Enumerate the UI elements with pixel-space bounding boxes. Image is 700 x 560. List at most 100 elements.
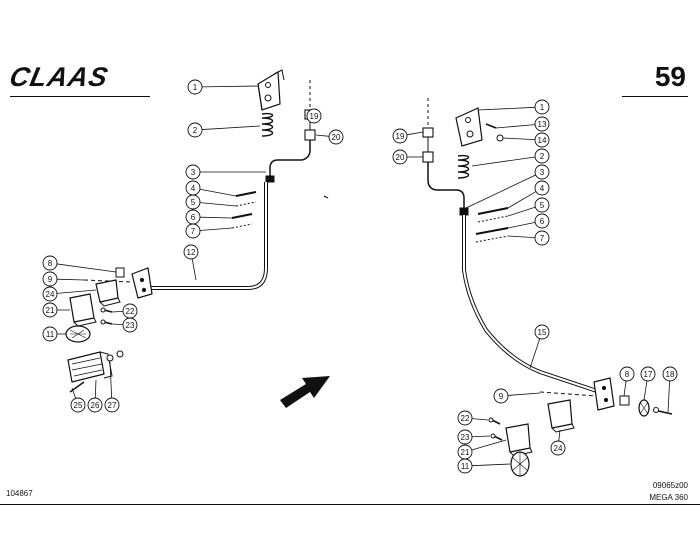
callout-right-4: 4 <box>534 180 550 196</box>
callout-number: 24 <box>46 290 55 299</box>
callout-leader <box>199 227 233 231</box>
callout-leader <box>199 202 237 207</box>
callout-leader <box>315 134 330 137</box>
callout-number: 14 <box>538 136 547 145</box>
callout-left-5: 5 <box>185 194 201 210</box>
callout-leader <box>199 188 237 197</box>
header-rule-left <box>10 96 150 97</box>
callout-number: 27 <box>108 401 117 410</box>
callout-leader <box>406 131 424 136</box>
direction-arrow <box>280 376 330 408</box>
bottom-rule <box>0 504 700 505</box>
callout-leader <box>94 379 97 399</box>
callout-number: 19 <box>396 132 405 141</box>
right-assembly <box>422 98 673 477</box>
callout-left-22: 22 <box>122 303 138 319</box>
callout-right-6: 6 <box>534 213 550 229</box>
callout-left-21: 21 <box>42 302 58 318</box>
part-spring <box>261 112 274 137</box>
callout-leader <box>643 380 648 401</box>
callout-left-6: 6 <box>185 209 201 225</box>
callout-right-8: 8 <box>619 366 635 382</box>
callout-right-11: 11 <box>457 458 473 474</box>
drawing-number: 104867 <box>6 489 33 498</box>
callout-right-1: 1 <box>534 99 550 115</box>
callout-number: 8 <box>48 259 53 268</box>
callout-left-1: 1 <box>187 79 203 95</box>
callout-left-3: 3 <box>185 164 201 180</box>
model-name: MEGA 360 <box>649 493 688 502</box>
callout-left-8: 8 <box>42 255 58 271</box>
callout-right-5: 5 <box>534 197 550 213</box>
callout-leader <box>111 323 124 326</box>
callout-leader <box>471 418 489 421</box>
callout-leader <box>667 380 671 413</box>
callout-right-21: 21 <box>457 444 473 460</box>
callout-number: 1 <box>193 83 198 92</box>
callout-right-2: 2 <box>534 148 550 164</box>
callout-left-9: 9 <box>42 271 58 287</box>
callout-number: 15 <box>538 328 547 337</box>
callout-leader <box>558 429 561 442</box>
callout-number: 9 <box>499 392 504 401</box>
callout-number: 25 <box>74 401 83 410</box>
callout-leader <box>477 106 536 111</box>
callout-leader <box>465 174 536 209</box>
callout-number: 9 <box>48 275 53 284</box>
callout-leader <box>199 216 233 219</box>
callout-leader <box>507 222 536 229</box>
callout-number: 13 <box>538 120 547 129</box>
callout-left-4: 4 <box>185 180 201 196</box>
callout-leader <box>471 435 491 438</box>
callout-leader <box>471 439 507 451</box>
callout-right-13: 13 <box>534 116 550 132</box>
header-rule-right <box>622 96 688 97</box>
callout-number: 26 <box>91 401 100 410</box>
callout-number: 23 <box>461 433 470 442</box>
callout-leader <box>507 206 536 217</box>
callout-leader <box>109 361 113 399</box>
callout-number: 21 <box>461 448 470 457</box>
callout-leader <box>623 380 627 397</box>
callout-number: 17 <box>644 370 653 379</box>
callout-right-19: 19 <box>392 128 408 144</box>
callout-leader <box>201 125 261 130</box>
callout-right-20: 20 <box>392 149 408 165</box>
callout-leader <box>495 124 536 129</box>
callout-leader <box>507 392 541 396</box>
callout-number: 20 <box>332 133 341 142</box>
callout-number: 4 <box>540 184 545 193</box>
part-bracket <box>257 69 285 111</box>
callout-leader <box>56 289 97 294</box>
callout-left-20: 20 <box>328 129 344 145</box>
callout-left-2: 2 <box>187 122 203 138</box>
callout-leader <box>502 137 536 141</box>
callout-right-22: 22 <box>457 410 473 426</box>
callout-number: 8 <box>625 370 630 379</box>
callout-number: 11 <box>46 330 55 339</box>
callout-leader <box>507 191 537 209</box>
callout-left-24: 24 <box>42 286 58 302</box>
callout-left-7: 7 <box>185 223 201 239</box>
callout-number: 22 <box>461 414 470 423</box>
callout-leader <box>201 85 259 88</box>
callout-left-23: 23 <box>122 317 138 333</box>
callout-number: 18 <box>666 370 675 379</box>
callout-number: 5 <box>540 201 545 210</box>
drawing-code: 09065z00 <box>652 481 688 490</box>
callout-left-25: 25 <box>70 397 86 413</box>
callout-right-24: 24 <box>550 440 566 456</box>
callout-number: 23 <box>126 321 135 330</box>
callout-left-12: 12 <box>183 244 199 260</box>
callout-number: 7 <box>540 234 545 243</box>
callout-left-19: 19 <box>306 108 322 124</box>
callout-leader <box>191 258 197 281</box>
callout-left-26: 26 <box>87 397 103 413</box>
callout-number: 2 <box>193 126 198 135</box>
callout-leader <box>471 463 511 467</box>
callout-leader <box>471 156 536 167</box>
callout-leader <box>56 263 117 273</box>
callout-number: 5 <box>191 198 196 207</box>
